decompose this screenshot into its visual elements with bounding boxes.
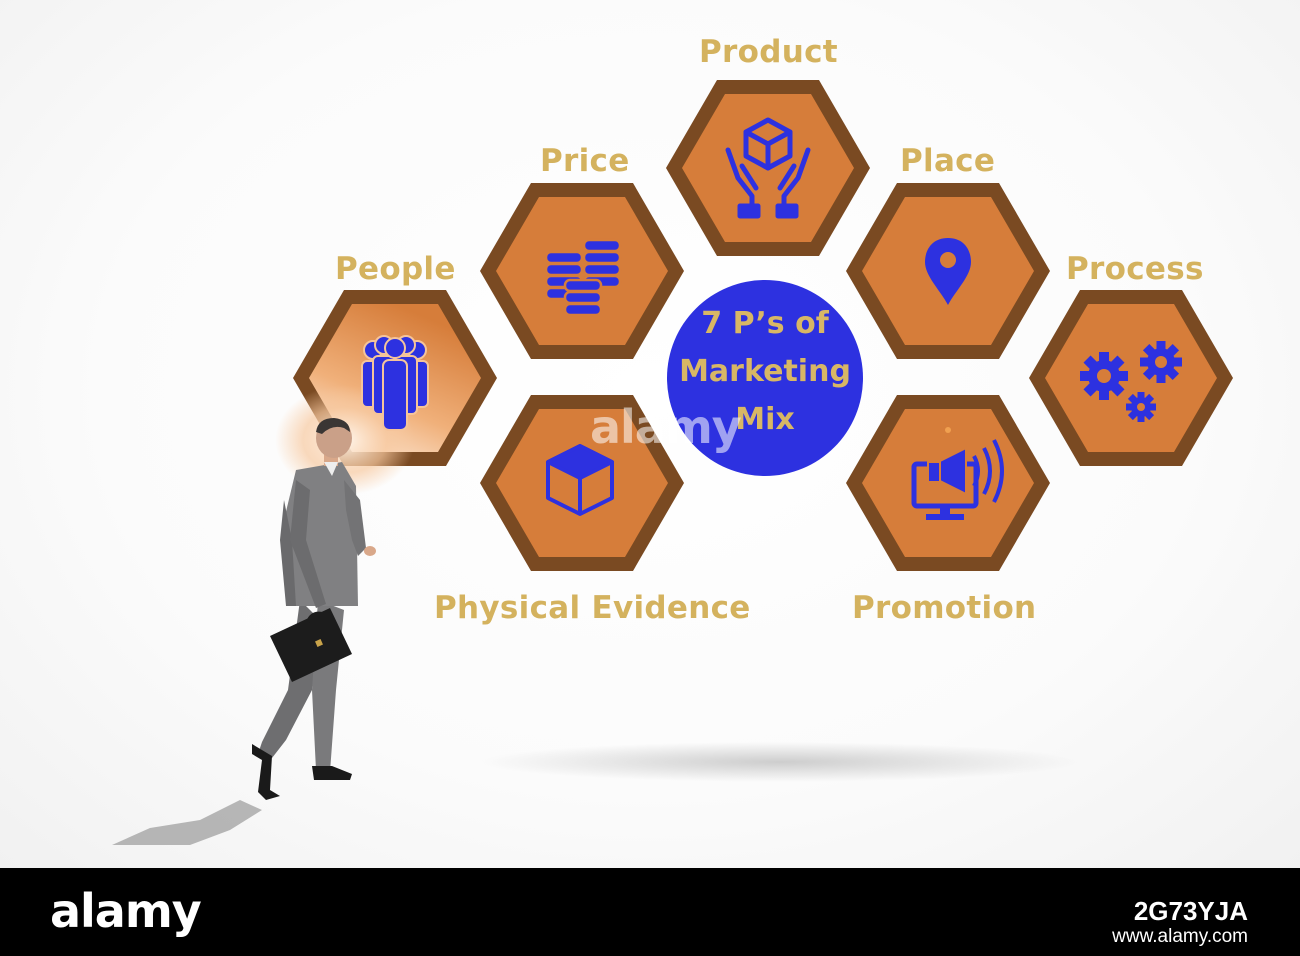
floor-shadow: [480, 742, 1080, 782]
center-circle: [667, 280, 863, 476]
location-pin-icon: [925, 238, 971, 305]
businessman-figure: [252, 418, 376, 800]
diagram: [112, 80, 1233, 845]
group-of-people-icon: [361, 335, 429, 431]
gears-icon: [1080, 341, 1182, 422]
center-title-line-1: 7 P’s of: [701, 306, 829, 341]
hands-holding-box-icon: [725, 117, 811, 219]
image-id: 2G73YJA: [1133, 896, 1248, 926]
watermark: alamy: [590, 400, 742, 454]
cube-icon: [546, 444, 614, 516]
label-promotion: Promotion: [852, 590, 1037, 626]
label-process: Process: [1066, 251, 1204, 287]
monitor-megaphone-icon: [911, 439, 1004, 520]
hex-process[interactable]: [1029, 290, 1233, 466]
person-shadow: [112, 800, 262, 845]
center-title: 7 P’s of Marketing Mix: [668, 300, 862, 444]
label-place: Place: [900, 143, 996, 179]
scene: Product Price Place People Process Physi…: [0, 0, 1300, 868]
footer-bar: alamy 2G73YJA www.alamy.com: [0, 868, 1300, 956]
label-physical-evidence: Physical Evidence: [434, 590, 751, 626]
label-product: Product: [699, 34, 838, 70]
site-url: www.alamy.com: [1112, 926, 1248, 947]
label-price: Price: [540, 143, 630, 179]
label-people: People: [335, 251, 456, 287]
center-title-line-2: Marketing: [679, 354, 851, 389]
coin-stacks-icon: [544, 238, 622, 317]
brand-logo: alamy: [50, 884, 202, 938]
center-title-line-3: Mix: [735, 402, 795, 437]
accent-dot: [945, 427, 951, 433]
